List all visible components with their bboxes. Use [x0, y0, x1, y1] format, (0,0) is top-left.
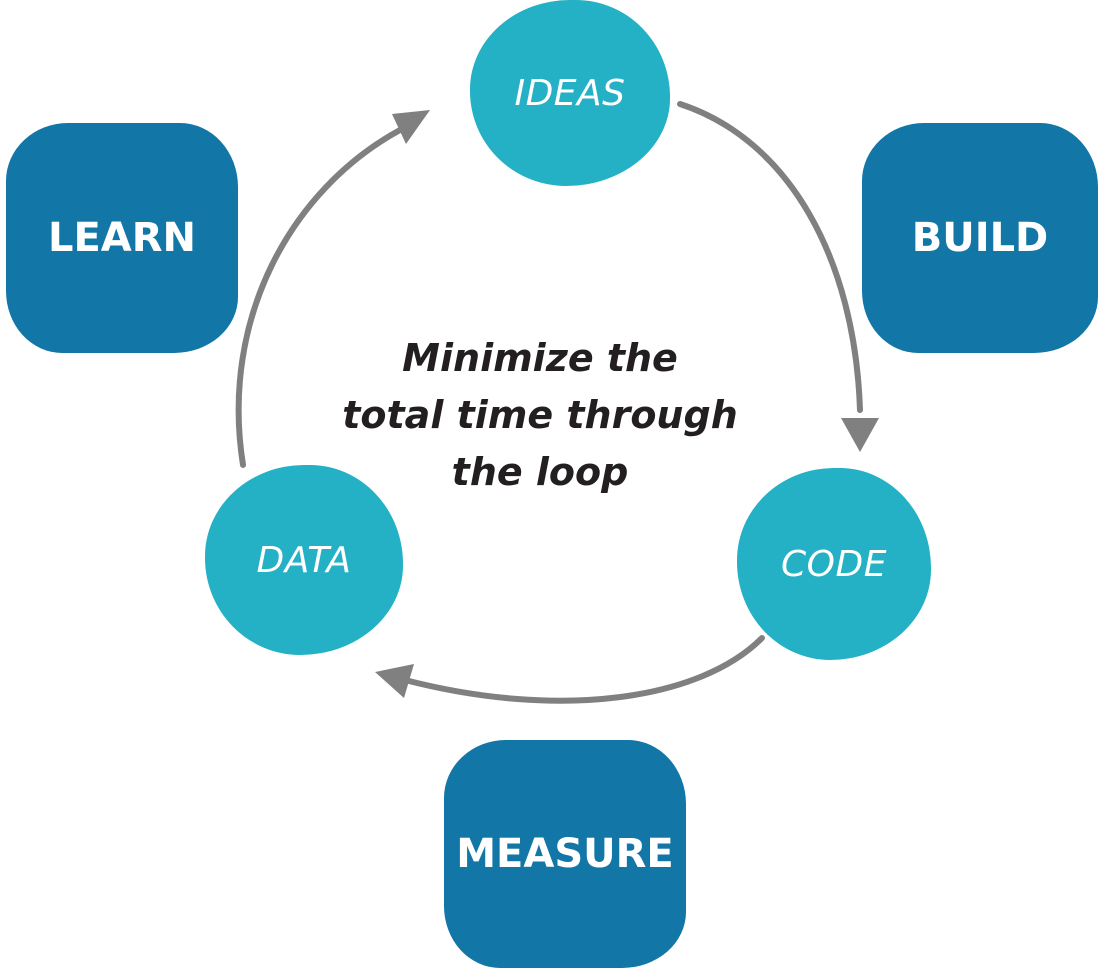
- loop-caption: Minimize the total time through the loop: [330, 330, 750, 501]
- ideas-label: IDEAS: [514, 72, 626, 114]
- build-label: BUILD: [911, 215, 1049, 261]
- ideas-node: IDEAS: [470, 0, 670, 186]
- arrowhead-code: [841, 418, 879, 452]
- build-stage: BUILD: [862, 123, 1098, 353]
- arrow-data-to-ideas: [235, 127, 403, 468]
- code-label: CODE: [781, 543, 887, 585]
- caption-line-2: total time through: [342, 393, 738, 437]
- learn-stage: LEARN: [6, 123, 238, 353]
- measure-label: MEASURE: [456, 831, 674, 877]
- code-node: CODE: [737, 468, 931, 660]
- arrow-ideas-to-code: [677, 101, 863, 413]
- data-node: DATA: [205, 465, 403, 655]
- caption-line-1: Minimize the: [402, 336, 678, 380]
- arrow-code-to-data: [402, 635, 765, 704]
- arrowhead-data: [375, 664, 414, 698]
- measure-stage: MEASURE: [444, 740, 686, 968]
- arrowhead-ideas: [392, 110, 430, 144]
- learn-label: LEARN: [47, 215, 197, 261]
- caption-line-3: the loop: [451, 450, 629, 494]
- data-label: DATA: [256, 539, 352, 581]
